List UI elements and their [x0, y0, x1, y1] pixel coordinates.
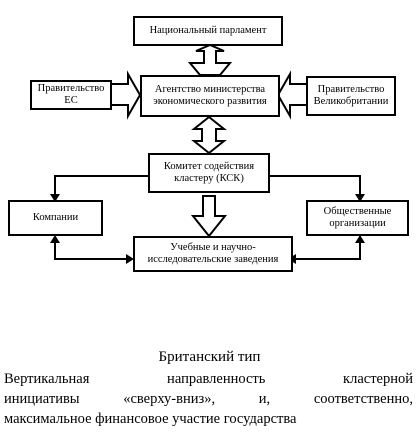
arrowhead-public-orgs [355, 194, 365, 202]
line-public-orgs-institutions [294, 240, 361, 260]
arrow-committee-to-institutions [190, 195, 228, 238]
arrow-eu-to-agency [109, 70, 142, 120]
arrowhead-institutions-left [126, 254, 134, 264]
node-public-orgs: Общественные организации [306, 200, 409, 236]
node-companies: Компании [8, 200, 103, 236]
node-agency: Агентство министерства экономического ра… [140, 75, 280, 117]
node-uk-government: Правительство Великобритании [306, 76, 396, 116]
node-parliament: Национальный парламент [133, 16, 283, 46]
node-cluster-committee: Комитет содействия кластеру (КСК) [148, 153, 270, 193]
arrowhead-companies-up [50, 235, 60, 243]
arrow-agency-to-parliament [187, 43, 233, 76]
line-companies-institutions [54, 240, 128, 260]
node-institutions: Учебные и научно-исследовательские завед… [133, 236, 293, 272]
arrowhead-public-orgs-up [355, 235, 365, 243]
figure-caption-title: Британский тип [158, 349, 261, 365]
caption-line-3: максимальное финансовое участие государс… [4, 411, 297, 427]
line-committee-to-public-orgs [270, 175, 361, 196]
line-committee-to-companies [54, 175, 150, 196]
caption-line-2: инициативы «сверху-вниз», и, соответстве… [4, 391, 413, 407]
arrowhead-companies [50, 194, 60, 202]
node-eu-government: Правительство ЕС [30, 80, 112, 110]
caption-line-1: Вертикальная направленность кластерной [4, 371, 413, 387]
arrow-agency-committee [191, 115, 227, 155]
arrow-uk-to-agency [276, 70, 309, 120]
